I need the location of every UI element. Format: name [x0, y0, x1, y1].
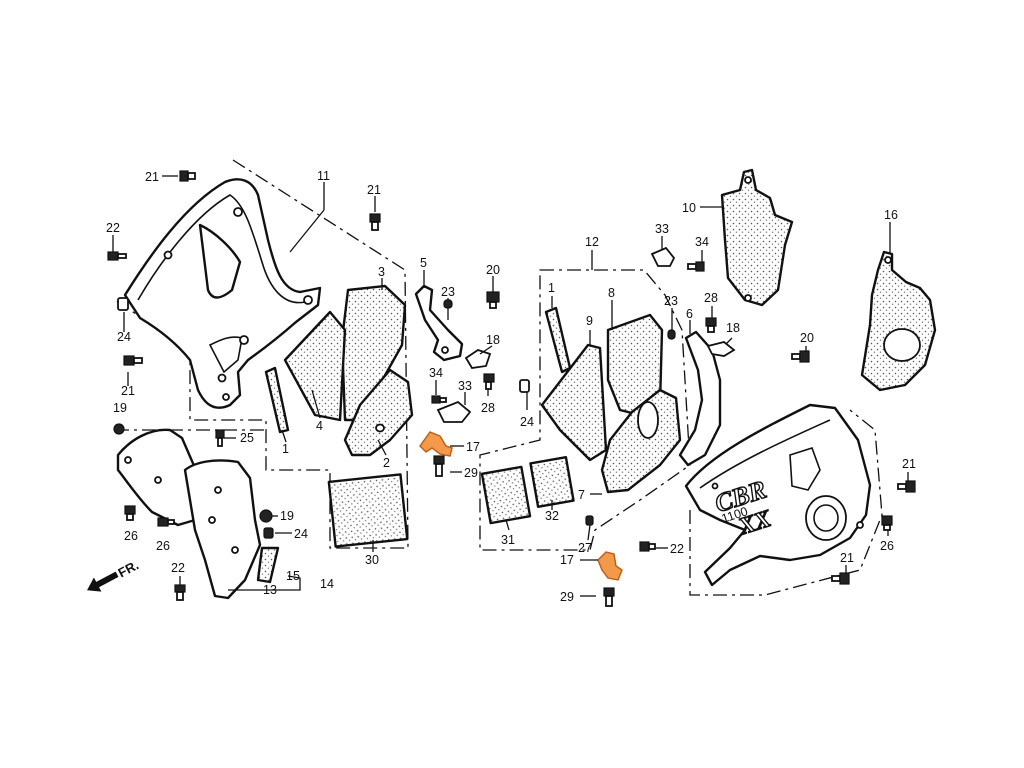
foam-pad-32: [529, 456, 575, 508]
callout-29: 29: [560, 590, 574, 604]
bracket-33-left: [436, 400, 472, 423]
front-direction-arrow: FR.: [87, 557, 142, 592]
callout-25: 25: [240, 431, 254, 445]
callout-9: 9: [586, 314, 593, 328]
callout-18: 18: [726, 321, 740, 335]
foam-strip-1: [264, 366, 290, 434]
callout-6: 6: [686, 307, 693, 321]
callout-34: 34: [429, 366, 443, 380]
callout-26: 26: [124, 529, 138, 543]
foam-pad-30: [327, 473, 409, 548]
callout-21: 21: [840, 551, 854, 565]
foam-hole-16: [883, 328, 921, 362]
foam-pad-7: [600, 388, 682, 494]
callout-21: 21: [145, 170, 159, 184]
callout-30: 30: [365, 553, 379, 567]
callout-1: 1: [548, 281, 555, 295]
callout-20: 20: [800, 331, 814, 345]
callout-20: 20: [486, 263, 500, 277]
callout-12: 12: [585, 235, 599, 249]
callout-3: 3: [378, 265, 385, 279]
callout-8: 8: [608, 286, 615, 300]
foam-pad-15: [256, 546, 280, 584]
bracket-17-right: [597, 551, 623, 581]
callout-29: 29: [464, 466, 478, 480]
callout-14: 14: [320, 577, 334, 591]
bracket-5: [414, 284, 464, 362]
foam-pad-16: [860, 250, 937, 392]
foam-pad-4: [283, 310, 347, 422]
callout-17: 17: [466, 440, 480, 454]
callout-21: 21: [121, 384, 135, 398]
callout-17: 17: [560, 553, 574, 567]
lower-cowl-left: [116, 428, 202, 527]
callout-22: 22: [171, 561, 185, 575]
callout-28: 28: [704, 291, 718, 305]
callout-11: 11: [317, 169, 330, 183]
callout-1: 1: [282, 442, 289, 456]
callout-19: 19: [113, 401, 127, 415]
callout-19: 19: [280, 509, 294, 523]
callout-labels: 21 11 21 22 24 21 3 4 1 2 5 23 20 18 34 …: [106, 169, 916, 604]
callout-26: 26: [880, 539, 894, 553]
foam-hole: [375, 423, 385, 433]
callout-21: 21: [902, 457, 916, 471]
foam-pad-2: [343, 368, 414, 457]
callout-5: 5: [420, 256, 427, 270]
callout-23: 23: [664, 294, 678, 308]
callout-10: 10: [682, 201, 696, 215]
bracket-18-right: [706, 341, 736, 357]
callout-13: 13: [263, 583, 277, 597]
fasteners: [107, 170, 916, 607]
bracket-17-left: [419, 431, 453, 457]
callout-24: 24: [520, 415, 534, 429]
callout-27: 27: [578, 541, 592, 555]
callout-24: 24: [294, 527, 308, 541]
callout-21: 21: [367, 183, 381, 197]
callout-2: 2: [383, 456, 390, 470]
callout-23: 23: [441, 285, 455, 299]
callout-15: 15: [286, 569, 300, 583]
front-arrow-label: FR.: [116, 557, 142, 580]
callout-7: 7: [578, 488, 585, 502]
main-fairing: [684, 403, 872, 587]
callout-33: 33: [655, 222, 669, 236]
callout-4: 4: [316, 419, 323, 433]
callout-28: 28: [481, 401, 495, 415]
callout-24: 24: [117, 330, 131, 344]
callout-33: 33: [458, 379, 472, 393]
callout-16: 16: [884, 208, 898, 222]
bracket-33-right: [650, 246, 676, 267]
callout-32: 32: [545, 509, 559, 523]
foam-strip-1-mid: [544, 306, 572, 374]
assembly-outline-12: [479, 269, 691, 551]
foam-pad-9: [540, 343, 608, 462]
callout-18: 18: [486, 333, 500, 347]
bracket-18-left: [464, 349, 492, 369]
lower-cowl-13: [183, 459, 262, 600]
foam-hole-mid: [637, 401, 659, 439]
leader-lines: [112, 175, 909, 597]
callout-22: 22: [670, 542, 684, 556]
callout-26: 26: [156, 539, 170, 553]
foam-pad-10: [720, 168, 794, 307]
callout-22: 22: [106, 221, 120, 235]
inner-cowl-left: [123, 178, 322, 409]
callout-34: 34: [695, 235, 709, 249]
assembly-outline-main: [689, 409, 883, 596]
foam-pad-31: [480, 465, 532, 525]
callout-31: 31: [501, 533, 515, 547]
